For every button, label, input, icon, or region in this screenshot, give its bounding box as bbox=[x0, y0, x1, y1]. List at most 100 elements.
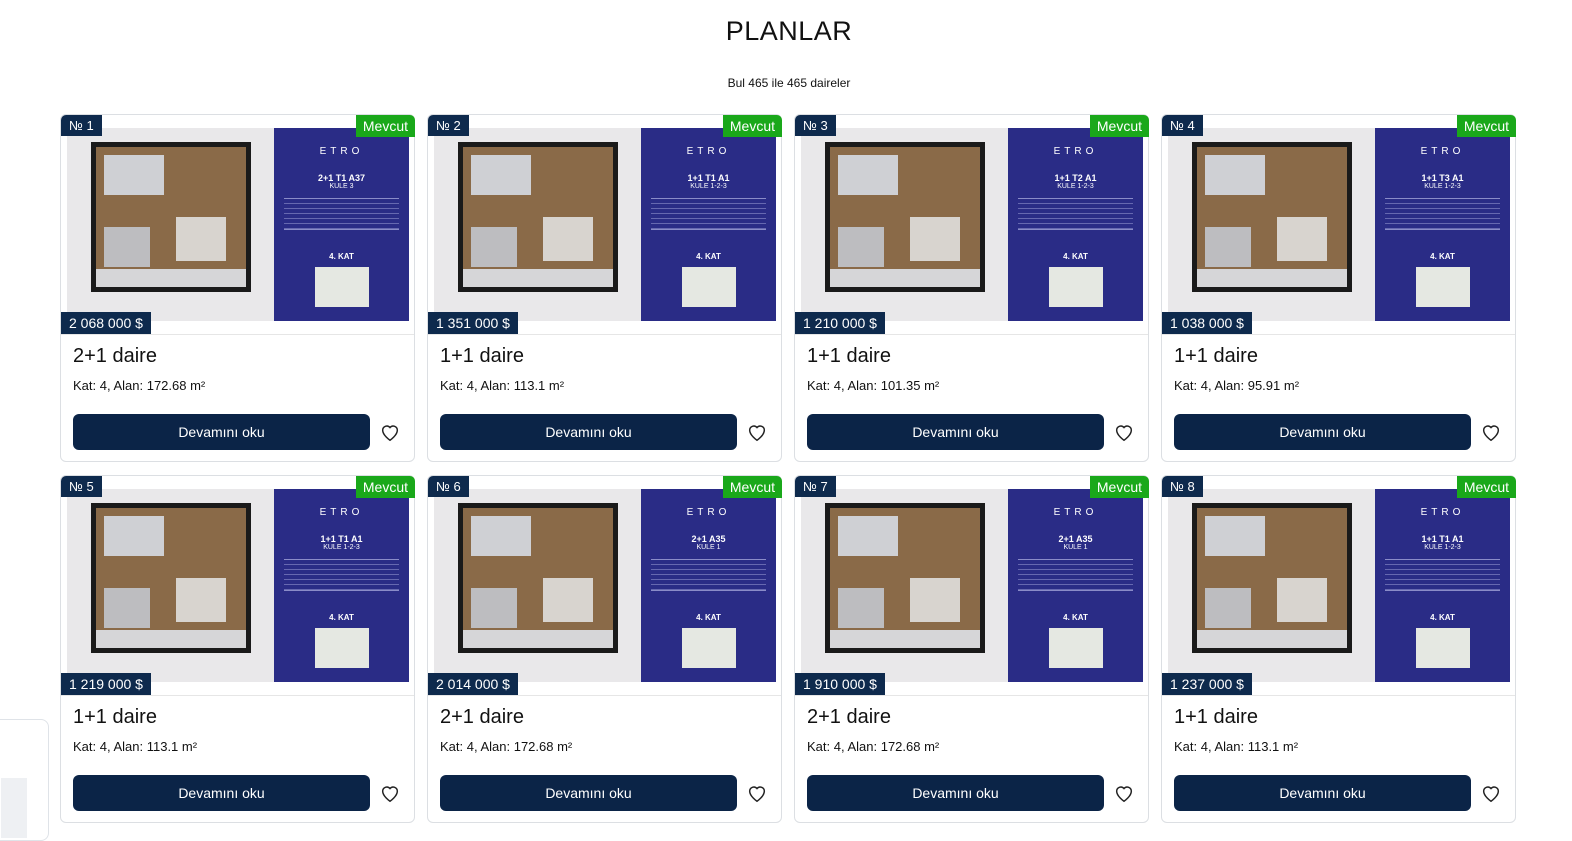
read-more-button[interactable]: Devamını oku bbox=[73, 414, 370, 450]
floor-plan-image[interactable]: ETRO 1+1 T3 A1 KULE 1-2-3 4. KAT bbox=[1168, 128, 1510, 321]
plan-area-table bbox=[651, 198, 766, 230]
floor-plan-drawing bbox=[1192, 142, 1352, 292]
apartment-number-badge: № 4 bbox=[1162, 115, 1203, 136]
heart-icon[interactable] bbox=[1480, 421, 1502, 443]
apartment-details: Kat: 4, Alan: 113.1 m² bbox=[440, 378, 565, 393]
plan-kule: KULE 1-2-3 bbox=[1424, 544, 1461, 551]
read-more-button[interactable]: Devamını oku bbox=[807, 775, 1104, 811]
price-badge: 1 210 000 $ bbox=[795, 312, 885, 334]
floor-plan-image[interactable]: ETRO 1+1 T2 A1 KULE 1-2-3 4. KAT bbox=[801, 128, 1143, 321]
heart-icon[interactable] bbox=[746, 782, 768, 804]
floor-plan-image[interactable]: ETRO 2+1 A35 KULE 1 4. KAT bbox=[801, 489, 1143, 682]
plan-area-table bbox=[1385, 198, 1500, 230]
apartment-card: ETRO 1+1 T2 A1 KULE 1-2-3 4. KAT № 3 Mev… bbox=[794, 114, 1149, 462]
apartment-type: 1+1 daire bbox=[807, 345, 891, 367]
apartment-type: 1+1 daire bbox=[440, 345, 524, 367]
status-badge: Mevcut bbox=[355, 476, 415, 498]
floor-plan-drawing bbox=[825, 142, 985, 292]
apartment-card: ETRO 1+1 T1 A1 KULE 1-2-3 4. KAT № 2 Mev… bbox=[427, 114, 782, 462]
heart-icon[interactable] bbox=[379, 782, 401, 804]
price-badge: 1 910 000 $ bbox=[795, 673, 885, 695]
status-badge: Mevcut bbox=[722, 115, 782, 137]
floor-plan-drawing bbox=[458, 503, 618, 653]
heart-icon[interactable] bbox=[746, 421, 768, 443]
plan-floor: 4. KAT bbox=[1063, 252, 1088, 261]
floor-plan-drawing bbox=[825, 503, 985, 653]
floor-plan-image[interactable]: ETRO 2+1 T1 A37 KULE 3 4. KAT bbox=[67, 128, 409, 321]
apartment-number-badge: № 7 bbox=[795, 476, 836, 497]
floor-plan-drawing bbox=[91, 142, 251, 292]
heart-icon[interactable] bbox=[1480, 782, 1502, 804]
plan-code: 1+1 T1 A1 bbox=[1421, 534, 1464, 544]
divider bbox=[61, 695, 414, 696]
plan-code: 1+1 T2 A1 bbox=[1054, 173, 1097, 183]
apartment-number-badge: № 2 bbox=[428, 115, 469, 136]
plan-info-panel: ETRO 1+1 T1 A1 KULE 1-2-3 4. KAT bbox=[274, 489, 409, 682]
page-title: PLANLAR bbox=[725, 16, 853, 46]
read-more-button[interactable]: Devamını oku bbox=[440, 414, 737, 450]
plan-kule: KULE 1-2-3 bbox=[323, 544, 360, 551]
plan-code: 2+1 A35 bbox=[1058, 534, 1093, 544]
status-badge: Mevcut bbox=[1456, 476, 1516, 498]
plan-area-table bbox=[1018, 559, 1133, 591]
plan-location-map bbox=[1415, 628, 1470, 668]
apartment-number-badge: № 1 bbox=[61, 115, 102, 136]
apartment-details: Kat: 4, Alan: 113.1 m² bbox=[1174, 739, 1299, 754]
price-badge: 2 014 000 $ bbox=[428, 673, 518, 695]
apartment-details: Kat: 4, Alan: 172.68 m² bbox=[807, 739, 940, 754]
price-badge: 1 351 000 $ bbox=[428, 312, 518, 334]
plan-info-panel: ETRO 1+1 T1 A1 KULE 1-2-3 4. KAT bbox=[1375, 489, 1510, 682]
plan-area-table bbox=[1018, 198, 1133, 230]
read-more-button[interactable]: Devamını oku bbox=[440, 775, 737, 811]
plan-logo: ETRO bbox=[1420, 507, 1465, 518]
plan-logo: ETRO bbox=[686, 507, 731, 518]
status-badge: Mevcut bbox=[1456, 115, 1516, 137]
heart-icon[interactable] bbox=[1113, 421, 1135, 443]
apartment-details: Kat: 4, Alan: 95.91 m² bbox=[1174, 378, 1300, 393]
plan-floor: 4. KAT bbox=[1430, 613, 1455, 622]
plan-area-table bbox=[1385, 559, 1500, 591]
apartment-type: 2+1 daire bbox=[440, 706, 524, 728]
apartment-card: ETRO 2+1 A35 KULE 1 4. KAT № 7 Mevcut 1 … bbox=[794, 475, 1149, 823]
read-more-button[interactable]: Devamını oku bbox=[807, 414, 1104, 450]
plan-code: 1+1 T1 A1 bbox=[687, 173, 730, 183]
plan-logo: ETRO bbox=[1053, 507, 1098, 518]
divider bbox=[61, 334, 414, 335]
floor-plan-image[interactable]: ETRO 2+1 A35 KULE 1 4. KAT bbox=[434, 489, 776, 682]
apartment-card: ETRO 2+1 A35 KULE 1 4. KAT № 6 Mevcut 2 … bbox=[427, 475, 782, 823]
floor-plan-image[interactable]: ETRO 1+1 T1 A1 KULE 1-2-3 4. KAT bbox=[67, 489, 409, 682]
side-widget[interactable] bbox=[0, 719, 49, 841]
status-badge: Mevcut bbox=[1089, 115, 1149, 137]
divider bbox=[428, 334, 781, 335]
price-badge: 1 219 000 $ bbox=[61, 673, 151, 695]
plan-info-panel: ETRO 1+1 T1 A1 KULE 1-2-3 4. KAT bbox=[641, 128, 776, 321]
plan-location-map bbox=[681, 267, 736, 307]
plan-info-panel: ETRO 1+1 T3 A1 KULE 1-2-3 4. KAT bbox=[1375, 128, 1510, 321]
side-widget-panel bbox=[1, 778, 27, 838]
apartment-number-badge: № 3 bbox=[795, 115, 836, 136]
plan-kule: KULE 1 bbox=[696, 544, 721, 551]
plan-kule: KULE 1-2-3 bbox=[690, 183, 727, 190]
heart-icon[interactable] bbox=[1113, 782, 1135, 804]
read-more-button[interactable]: Devamını oku bbox=[73, 775, 370, 811]
plan-floor: 4. KAT bbox=[329, 252, 354, 261]
plan-location-map bbox=[1048, 267, 1103, 307]
heart-icon[interactable] bbox=[379, 421, 401, 443]
read-more-button[interactable]: Devamını oku bbox=[1174, 414, 1471, 450]
plan-floor: 4. KAT bbox=[696, 252, 721, 261]
plan-info-panel: ETRO 2+1 A35 KULE 1 4. KAT bbox=[641, 489, 776, 682]
plan-floor: 4. KAT bbox=[1063, 613, 1088, 622]
read-more-button[interactable]: Devamını oku bbox=[1174, 775, 1471, 811]
plan-location-map bbox=[681, 628, 736, 668]
floor-plan-image[interactable]: ETRO 1+1 T1 A1 KULE 1-2-3 4. KAT bbox=[434, 128, 776, 321]
plan-code: 1+1 T3 A1 bbox=[1421, 173, 1464, 183]
status-badge: Mevcut bbox=[722, 476, 782, 498]
apartment-card: ETRO 1+1 T1 A1 KULE 1-2-3 4. KAT № 8 Mev… bbox=[1161, 475, 1516, 823]
floor-plan-image[interactable]: ETRO 1+1 T1 A1 KULE 1-2-3 4. KAT bbox=[1168, 489, 1510, 682]
apartment-details: Kat: 4, Alan: 172.68 m² bbox=[440, 739, 573, 754]
status-badge: Mevcut bbox=[355, 115, 415, 137]
plan-kule: KULE 3 bbox=[329, 183, 354, 190]
plan-area-table bbox=[284, 198, 399, 230]
plan-logo: ETRO bbox=[686, 146, 731, 157]
plan-kule: KULE 1-2-3 bbox=[1057, 183, 1094, 190]
